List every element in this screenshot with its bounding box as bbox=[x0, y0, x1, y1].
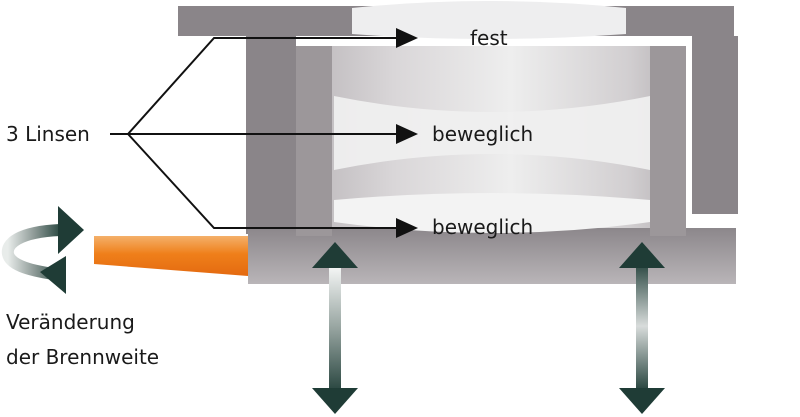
moving-lens-upper bbox=[334, 96, 650, 170]
rotate-arrows-icon bbox=[1, 206, 84, 294]
pointer-arrowheads bbox=[396, 28, 418, 238]
pointer-lines bbox=[110, 37, 398, 229]
focal-change-label: der Brennweite bbox=[6, 345, 160, 369]
moving-lens-label: beweglich bbox=[432, 122, 534, 146]
moving-lens-lower bbox=[334, 193, 650, 233]
fixed-lens-label: fest bbox=[470, 26, 508, 50]
double-vertical-arrow-icon bbox=[619, 242, 665, 414]
zoom-ring bbox=[94, 236, 248, 276]
moving-lens-label: beweglich bbox=[432, 215, 534, 239]
focal-change-label: Veränderung bbox=[6, 310, 135, 334]
fixed-lens bbox=[352, 1, 626, 39]
double-vertical-arrow-icon bbox=[312, 242, 358, 414]
lens-count-label: 3 Linsen bbox=[6, 122, 90, 146]
